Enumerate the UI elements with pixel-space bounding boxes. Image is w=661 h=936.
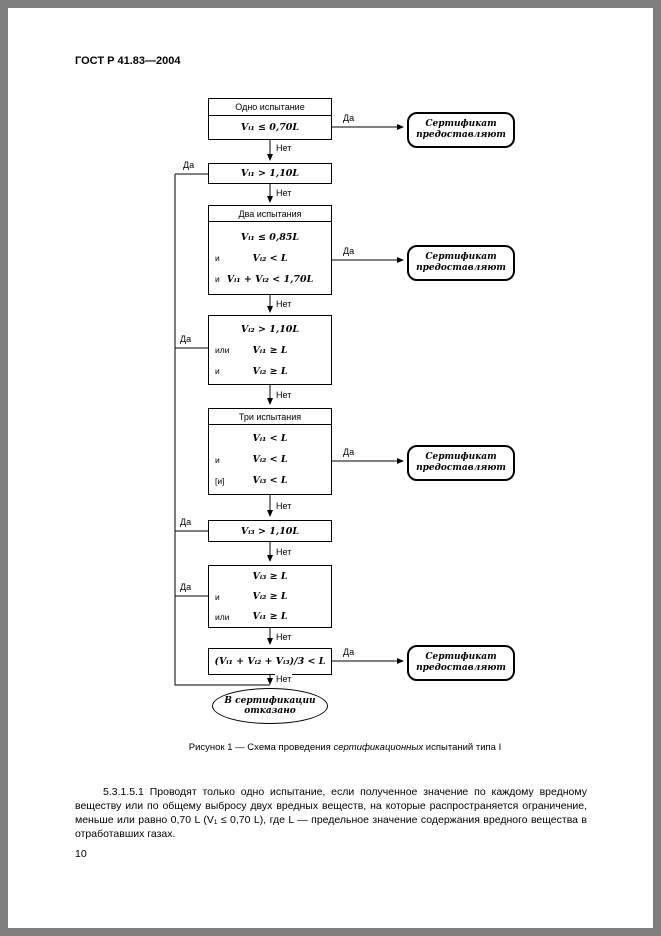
yes-label: Да: [342, 113, 356, 123]
no-label: Нет: [275, 188, 293, 198]
condition-box-4: Vᵢ₂ > 1,10L или Vᵢ₁ ≥ L и Vᵢ₂ ≥ L: [208, 315, 332, 385]
operator-label: и: [215, 366, 220, 376]
certificate-text: Сертификат: [425, 119, 497, 129]
condition-formula: Vᵢ₃ ≥ L: [252, 571, 288, 582]
one-test-box: Одно испытание Vᵢ₁ ≤ 0,70L: [208, 98, 332, 140]
three-tests-header: Три испытания: [238, 411, 302, 422]
caption-italic: сертификационных: [333, 742, 424, 753]
condition-formula: (Vᵢ₁ + Vᵢ₂ + Vᵢ₃)/3 < L: [214, 656, 326, 667]
yes-label: Да: [182, 160, 196, 170]
standard-number: ГОСТ Р 41.83—2004: [75, 55, 181, 67]
average-condition-box: (Vᵢ₁ + Vᵢ₂ + Vᵢ₃)/3 < L: [208, 648, 332, 675]
certificate-text: предоставляют: [416, 463, 506, 473]
condition-formula: Vᵢ₂ ≥ L: [252, 365, 288, 377]
condition-box-7: Vᵢ₃ ≥ L и Vᵢ₂ ≥ L или Vᵢ₁ ≥ L: [208, 565, 332, 628]
condition-formula: Vᵢ₁ < L: [252, 433, 288, 444]
operator-label: и: [215, 591, 220, 602]
two-tests-header: Два испытания: [238, 208, 302, 219]
certificate-text: Сертификат: [425, 252, 497, 262]
document-page: ГОСТ Р 41.83—2004: [8, 8, 653, 928]
operator-label: и: [215, 274, 220, 284]
denied-text: В сертификации: [224, 696, 316, 706]
condition-formula: Vᵢ₂ < L: [252, 454, 288, 465]
no-label: Нет: [275, 143, 293, 153]
yes-label: Да: [342, 447, 356, 457]
condition-formula: Vᵢ₁ ≤ 0,85L: [240, 231, 300, 243]
no-label: Нет: [275, 299, 293, 309]
condition-formula: Vᵢ₁ + Vᵢ₂ < 1,70L: [226, 273, 314, 285]
certificate-granted-box-1: Сертификат предоставляют: [407, 112, 515, 148]
yes-label: Да: [179, 334, 193, 344]
condition-formula: Vᵢ₂ ≥ L: [252, 591, 288, 602]
condition-box-6: Vᵢ₃ > 1,10L: [208, 520, 332, 542]
certificate-text: предоставляют: [416, 263, 506, 273]
yes-label: Да: [342, 246, 356, 256]
yes-label: Да: [342, 647, 356, 657]
operator-label: или: [215, 345, 230, 355]
caption-prefix: Рисунок 1 — Схема проведения: [188, 742, 334, 753]
certificate-granted-box-2: Сертификат предоставляют: [407, 245, 515, 281]
yes-label: Да: [179, 517, 193, 527]
certificate-text: предоставляют: [416, 663, 506, 673]
certification-denied-ellipse: В сертификации отказано: [212, 688, 328, 724]
condition-formula: Vᵢ₃ < L: [252, 475, 288, 486]
no-label: Нет: [275, 501, 293, 511]
certificate-granted-box-3: Сертификат предоставляют: [407, 445, 515, 481]
figure-caption: Рисунок 1 — Схема проведения сертификаци…: [75, 742, 615, 753]
one-test-header: Одно испытание: [209, 99, 331, 117]
operator-label: и: [215, 253, 220, 263]
certificate-text: Сертификат: [425, 452, 497, 462]
no-label: Нет: [275, 547, 293, 557]
certificate-text: предоставляют: [416, 130, 506, 140]
body-paragraph: 5.3.1.5.1 Проводят только одно испытание…: [75, 786, 587, 840]
caption-suffix: испытаний типа I: [423, 742, 502, 753]
condition-formula: Vᵢ₁ ≤ 0,70L: [240, 122, 300, 134]
certificate-granted-box-4: Сертификат предоставляют: [407, 645, 515, 681]
no-label: Нет: [275, 632, 293, 642]
no-label: Нет: [275, 390, 293, 400]
three-tests-header-box: Три испытания: [208, 408, 332, 425]
condition-formula: Vᵢ₂ > 1,10L: [240, 323, 300, 335]
operator-label: или: [215, 611, 230, 622]
condition-box-2: Vᵢ₁ > 1,10L: [208, 163, 332, 184]
certificate-text: Сертификат: [425, 652, 497, 662]
condition-formula: Vᵢ₁ ≥ L: [252, 611, 288, 622]
condition-formula: Vᵢ₁ > 1,10L: [240, 168, 300, 179]
two-tests-header-box: Два испытания: [208, 205, 332, 222]
condition-formula: Vᵢ₂ < L: [252, 252, 288, 264]
operator-label: и: [215, 454, 220, 465]
three-tests-conditions-box: Vᵢ₁ < L и Vᵢ₂ < L [и] Vᵢ₃ < L: [208, 424, 332, 495]
operator-label: [и]: [215, 475, 225, 486]
condition-formula: Vᵢ₁ ≥ L: [252, 344, 288, 356]
page-number: 10: [75, 848, 87, 860]
denied-text: отказано: [244, 706, 296, 716]
no-label: Нет: [275, 674, 293, 684]
condition-formula: Vᵢ₃ > 1,10L: [240, 525, 300, 537]
yes-label: Да: [179, 582, 193, 592]
